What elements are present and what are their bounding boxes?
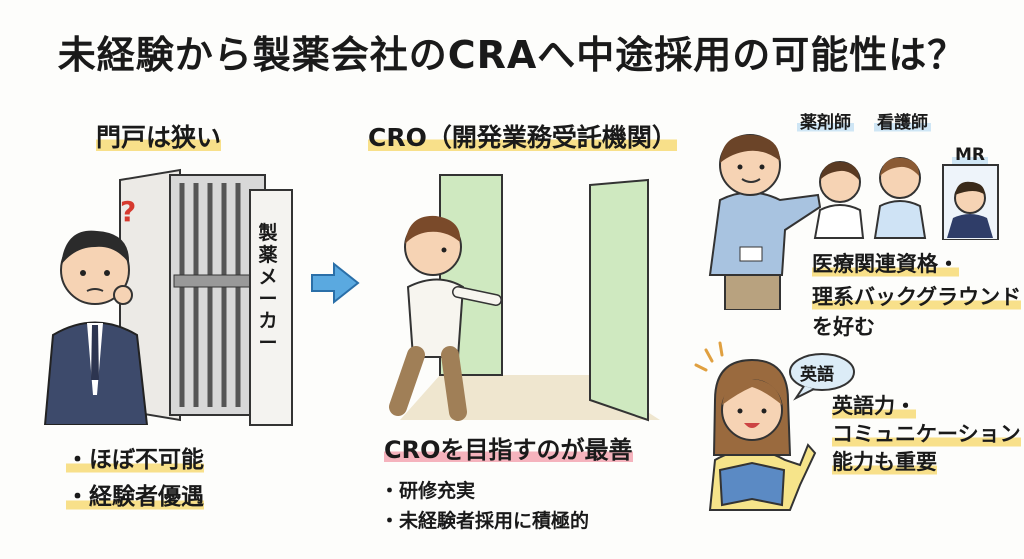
woman-with-book-illustration (694, 341, 817, 511)
role-label-pharmacist: 薬剤師 (797, 108, 854, 133)
skill-line: コミュニケーション (832, 420, 1021, 449)
page-title: 未経験から製薬会社のCRAへ中途採用の可能性は？ (57, 33, 967, 77)
walking-man-illustration (389, 215, 502, 421)
left-heading: 門戸は狭い (96, 118, 222, 154)
speech-bubble (789, 353, 855, 401)
qualification-line: 理系バックグラウンド (812, 283, 1022, 312)
left-bullet: ・ほぼ不可能 (66, 446, 204, 475)
confused-man-illustration (43, 230, 149, 425)
qualification-line: 医療関連資格・ (812, 250, 959, 279)
skill-line: 能力も重要 (832, 448, 937, 477)
cro-bullet: ・研修充実 (380, 480, 476, 502)
cro-bullet: ・未経験者採用に積極的 (380, 510, 590, 532)
medical-professionals-illustration (813, 157, 999, 240)
cro-conclusion: CROを目指すのが最善 (384, 430, 633, 465)
arrow-right-icon (311, 262, 360, 304)
presenter-man-illustration (708, 134, 822, 310)
speech-bubble-text: 英語 (800, 365, 834, 385)
skill-line: 英語力・ (832, 392, 916, 421)
qualification-line: を好む (812, 315, 875, 339)
cro-heading: CRO（開発業務受託機関） (368, 118, 677, 154)
gate-label-vertical: 製薬メーカー (258, 222, 278, 354)
role-label-mr: MR (952, 145, 989, 165)
role-label-nurse: 看護師 (874, 108, 931, 133)
left-bullet: ・経験者優遇 (66, 483, 204, 512)
question-mark: ? (120, 195, 137, 228)
